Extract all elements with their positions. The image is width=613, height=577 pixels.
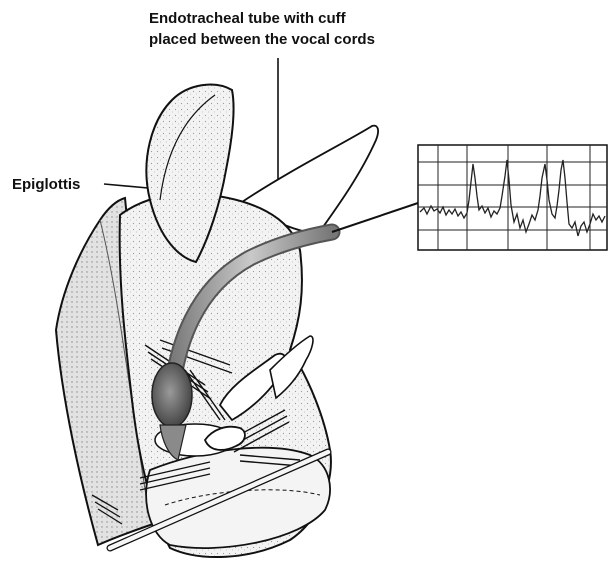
epiglottis-leader-line [104,184,148,188]
emg-recording-panel [418,145,607,250]
tube-cuff [152,363,192,427]
recording-lead [332,203,418,232]
